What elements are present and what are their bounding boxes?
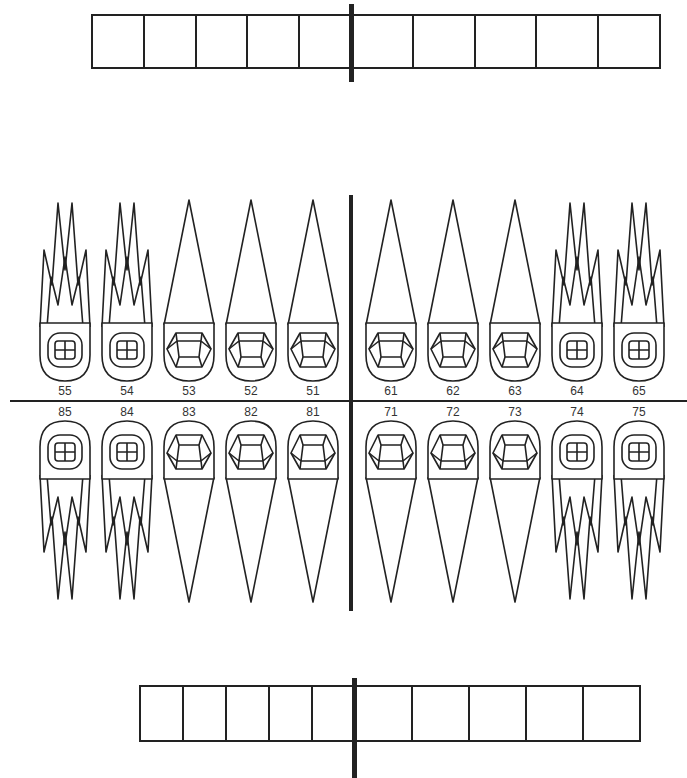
tooth-number: 51 [298, 384, 328, 398]
tooth [288, 421, 338, 602]
tooth-number: 65 [624, 384, 654, 398]
midline [349, 4, 354, 82]
midline [352, 678, 357, 778]
tooth [366, 421, 416, 602]
tooth [164, 421, 214, 602]
tooth [226, 421, 276, 602]
tooth-number: 64 [562, 384, 592, 398]
tooth [614, 421, 664, 599]
tooth [552, 203, 602, 381]
tooth-number: 84 [112, 405, 142, 419]
midline [349, 195, 353, 611]
tooth-number: 63 [500, 384, 530, 398]
tooth [226, 200, 276, 381]
tooth-number: 55 [50, 384, 80, 398]
tooth [40, 203, 90, 381]
tooth-number: 82 [236, 405, 266, 419]
chart-boxes [140, 686, 640, 741]
tooth-number: 72 [438, 405, 468, 419]
tooth [102, 421, 152, 599]
tooth-number: 62 [438, 384, 468, 398]
tooth [40, 421, 90, 599]
tooth [428, 200, 478, 381]
tooth-number: 83 [174, 405, 204, 419]
occlusal-line [10, 400, 687, 402]
tooth-number: 61 [376, 384, 406, 398]
tooth-number: 71 [376, 405, 406, 419]
tooth-number: 53 [174, 384, 204, 398]
tooth-number: 52 [236, 384, 266, 398]
tooth-number: 73 [500, 405, 530, 419]
tooth [428, 421, 478, 602]
tooth [552, 421, 602, 599]
tooth-number: 75 [624, 405, 654, 419]
tooth [288, 200, 338, 381]
tooth [102, 203, 152, 381]
tooth [490, 200, 540, 381]
tooth [164, 200, 214, 381]
chart-boxes [92, 15, 660, 68]
tooth [614, 203, 664, 381]
tooth [366, 200, 416, 381]
tooth-number: 81 [298, 405, 328, 419]
tooth [490, 421, 540, 602]
tooth-number: 54 [112, 384, 142, 398]
tooth-number: 74 [562, 405, 592, 419]
tooth-number: 85 [50, 405, 80, 419]
